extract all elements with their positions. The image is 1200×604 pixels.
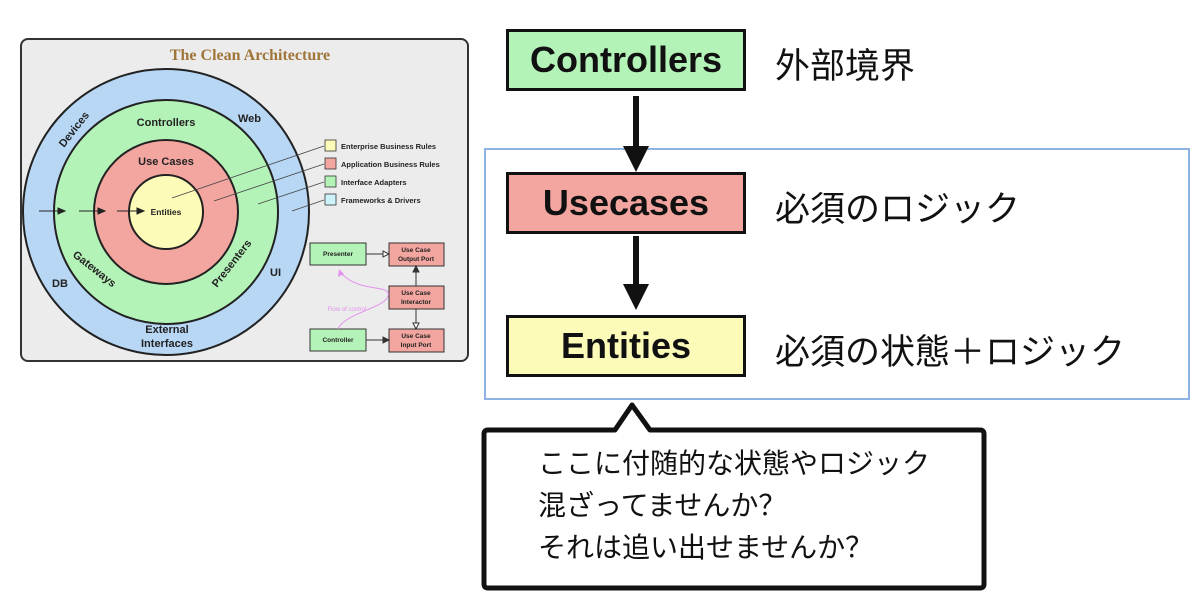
diagram-title: The Clean Architecture [170, 47, 330, 64]
layer-entities-desc: 必須の状態＋ロジック [775, 333, 1126, 373]
arrow-down-icon [623, 146, 649, 172]
callout-line-3: それは追い出せませんか？ [538, 531, 874, 564]
callout-bubble [481, 402, 987, 591]
layer-usecases-desc: 必須のロジック [775, 190, 1021, 230]
flow-output-port-line1: Use Case [401, 247, 431, 254]
flow-input-port-line1: Use Case [401, 333, 431, 340]
arrow-usecases-to-entities-shaft [633, 236, 639, 286]
flow-controller-label: Controller [322, 337, 354, 344]
legend-swatch-application [324, 157, 337, 170]
legend-label-frameworks: Frameworks & Drivers [341, 196, 421, 205]
legend-swatch-enterprise [324, 139, 337, 152]
layer-usecases-box: Usecases [506, 172, 746, 234]
flow-interactor-line1: Use Case [401, 290, 431, 297]
legend-label-interface: Interface Adapters [341, 178, 407, 187]
core-boundary-box [484, 148, 1190, 400]
label-interfaces: Interfaces [141, 338, 193, 350]
layer-usecases-label: Usecases [542, 182, 710, 223]
flow-input-port-line2: Input Port [401, 342, 433, 349]
arrow-controllers-to-usecases-shaft [633, 96, 639, 148]
legend-label-enterprise: Enterprise Business Rules [341, 142, 436, 151]
layer-entities-box: Entities [506, 315, 746, 377]
legend-leader-lines [171, 145, 325, 212]
label-web: Web [238, 113, 261, 125]
label-entities: Entities [151, 207, 182, 217]
arrow-down-icon [623, 284, 649, 310]
flow-interactor-line2: Interactor [401, 299, 431, 306]
flow-output-port-line2: Output Port [398, 256, 435, 263]
label-ui: UI [270, 267, 281, 279]
layer-controllers-desc: 外部境界 [775, 47, 916, 87]
flow-of-control-arrowhead [338, 269, 344, 277]
callout-line-1: ここに付随的な状態やロジック [538, 447, 931, 480]
legend: Enterprise Business Rules Application Bu… [324, 139, 440, 206]
legend-swatch-interface [324, 175, 337, 188]
layer-entities-label: Entities [560, 325, 692, 366]
layer-controllers-label: Controllers [529, 39, 723, 80]
legend-swatch-frameworks [324, 193, 337, 206]
layer-controllers-box: Controllers [506, 29, 746, 91]
label-use-cases: Use Cases [138, 156, 194, 168]
label-db: DB [52, 278, 68, 290]
flow-diagram: Presenter Controller Use Case Output Por… [309, 242, 445, 353]
label-controllers: Controllers [137, 117, 196, 129]
flow-of-control-label: Flow of control [327, 307, 366, 313]
flow-of-control-curve [337, 273, 389, 330]
legend-label-application: Application Business Rules [341, 160, 440, 169]
label-external: External [145, 324, 188, 336]
callout-line-2: 混ざってませんか？ [538, 489, 787, 522]
clean-architecture-diagram: The Clean Architecture Devices Web DB UI… [20, 38, 469, 362]
dependency-arrows [39, 207, 146, 215]
flow-presenter-label: Presenter [323, 251, 353, 258]
